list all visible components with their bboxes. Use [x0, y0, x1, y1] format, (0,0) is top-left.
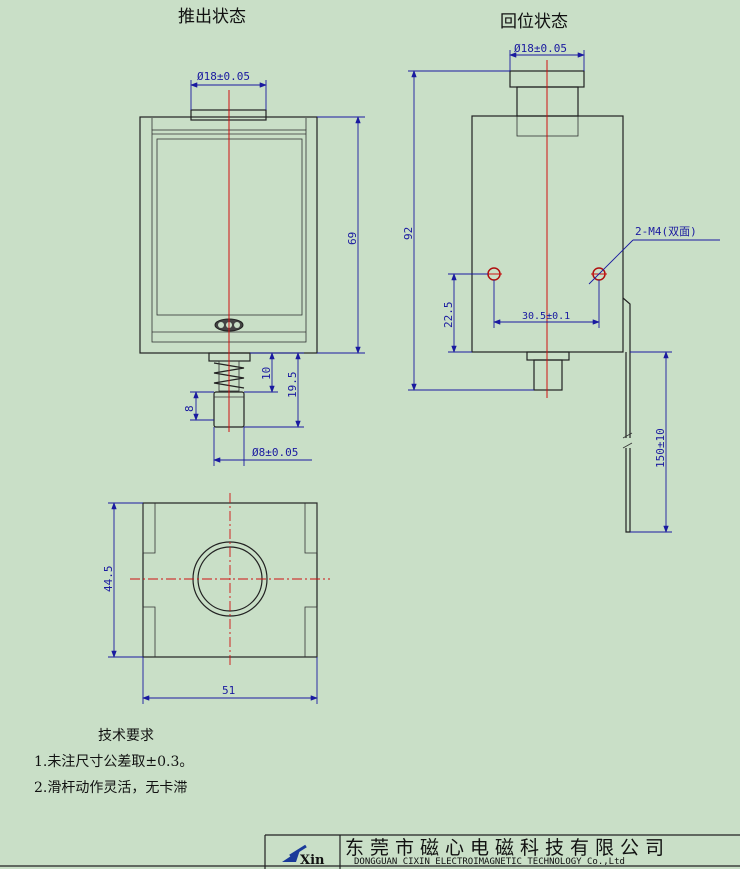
note-item-1: 1.未注尺寸公差取±0.3。	[34, 754, 193, 770]
retracted-view: Ø18±0.05 92 22.5 30.5±0.1 2-M4(双面) 150±1…	[402, 42, 720, 533]
retracted-state-title: 回位状态	[500, 12, 568, 32]
dim-51: 51	[222, 684, 235, 697]
dim-lead-150: 150±10	[654, 428, 667, 468]
dim-height-92: 92	[402, 227, 415, 240]
notes-heading: 技术要求	[98, 728, 154, 744]
screw-callout: 2-M4(双面)	[635, 225, 697, 238]
dim-30-5: 30.5±0.1	[522, 311, 570, 322]
dim-22-5: 22.5	[442, 302, 455, 329]
title-block: Xin 东莞市磁心电磁科技有限公司 DONGGUAN CIXIN ELECTRO…	[0, 834, 740, 869]
dim-19-5: 19.5	[286, 372, 299, 399]
pushed-view: Ø18±0.05 69 10 19.5 8 Ø8±0.05	[139, 70, 365, 466]
logo-text: Xin	[300, 853, 325, 868]
dim-height-69: 69	[346, 232, 359, 245]
company-name-cn: 东莞市磁心电磁科技有限公司	[345, 837, 670, 859]
dim-44-5: 44.5	[102, 566, 115, 593]
company-name-en: DONGGUAN CIXIN ELECTROIMAGNETIC TECHNOLO…	[354, 857, 625, 867]
dim-10: 10	[260, 367, 273, 380]
note-item-2: 2.滑杆动作灵活，无卡滞	[34, 779, 187, 796]
bottom-view: 44.5 51	[102, 493, 330, 704]
technical-notes: 技术要求 1.未注尺寸公差取±0.3。 2.滑杆动作灵活，无卡滞	[34, 728, 193, 796]
shaft-bottom-right	[533, 359, 563, 391]
dim-8: 8	[183, 405, 196, 412]
company-logo: Xin	[282, 844, 325, 868]
pushed-state-title: 推出状态	[178, 7, 246, 27]
dim-top-diameter: Ø18±0.05	[197, 70, 250, 83]
dim-shaft-diameter: Ø8±0.05	[252, 446, 298, 459]
lead-bracket	[622, 297, 631, 533]
dim-top-diameter-right: Ø18±0.05	[514, 42, 567, 55]
